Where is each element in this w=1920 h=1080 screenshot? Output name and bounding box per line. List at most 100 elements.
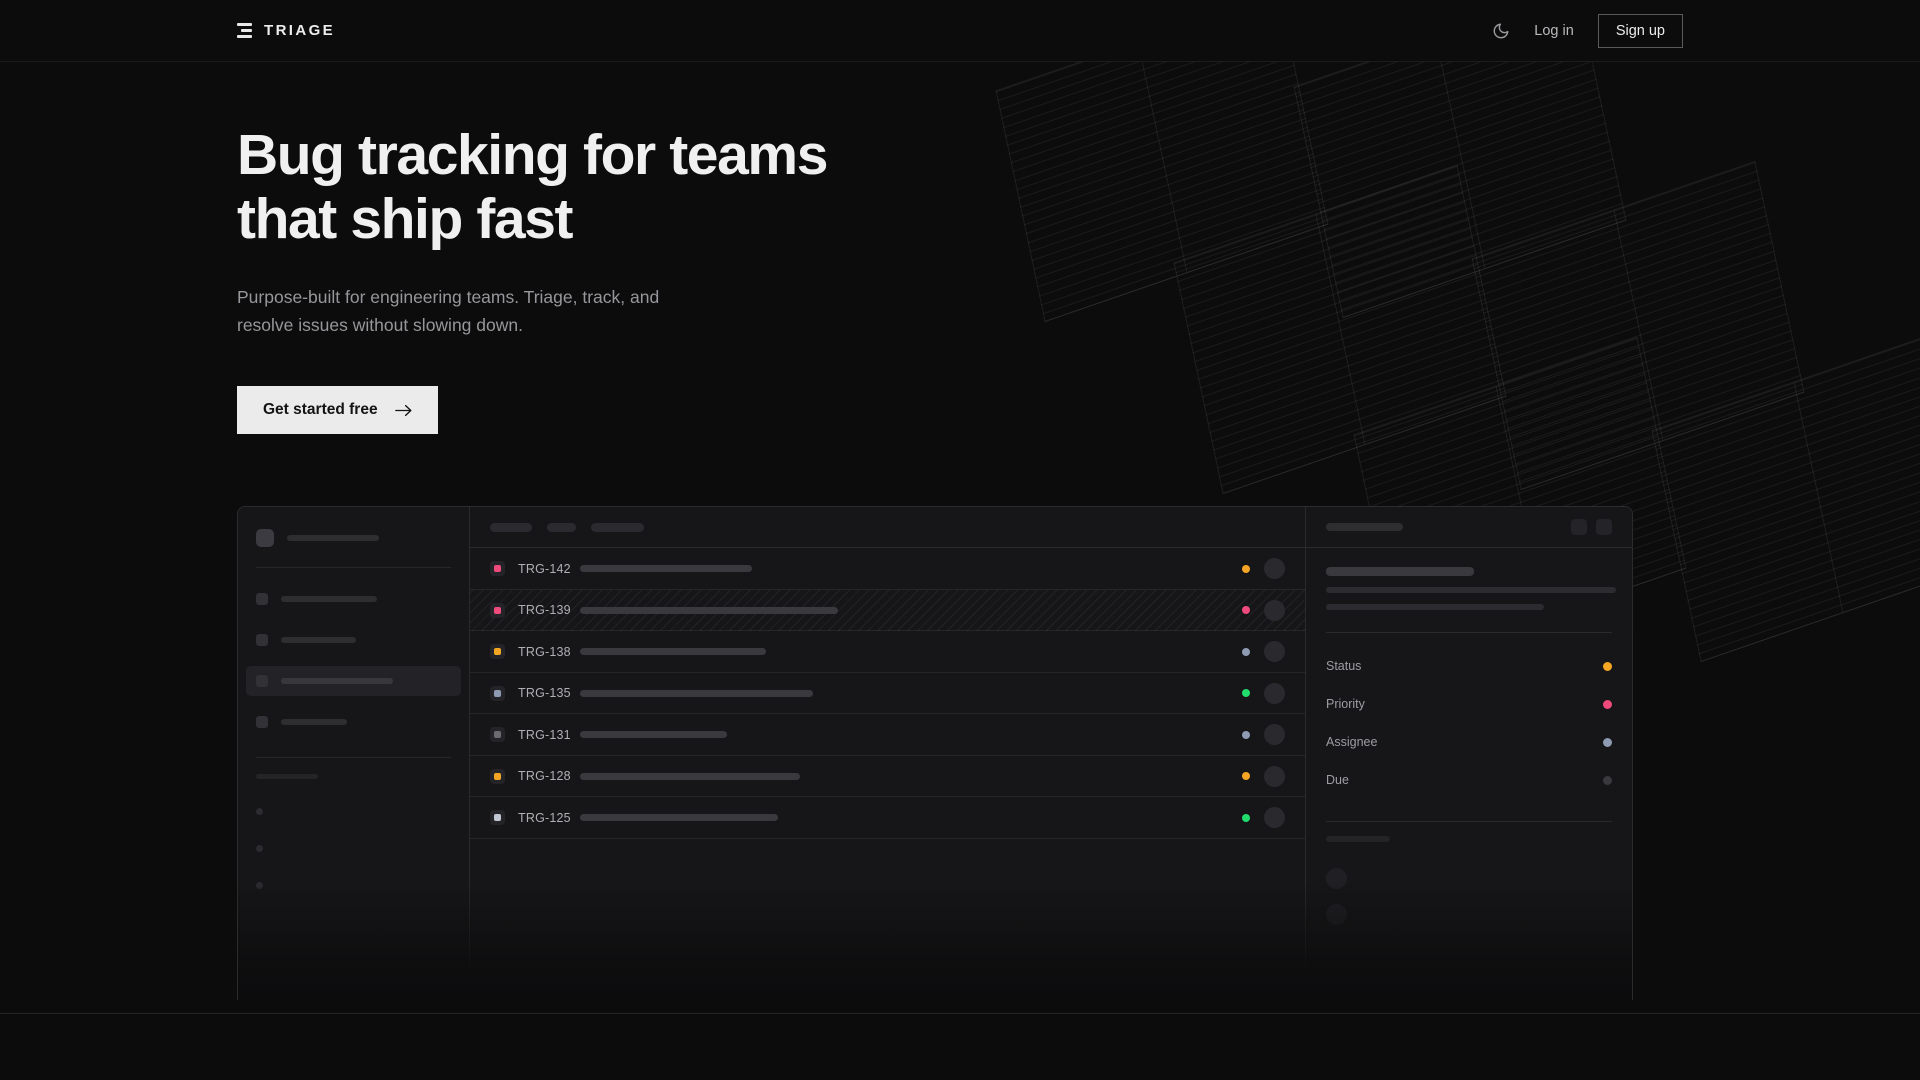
get-started-button[interactable]: Get started free (237, 386, 438, 435)
detail-meta-label: Priority (1326, 697, 1365, 712)
list-toolbar-control[interactable] (547, 522, 576, 532)
panel-toggle-button[interactable] (1571, 519, 1587, 536)
detail-meta-label: Assignee (1326, 735, 1378, 750)
stacked-bars-icon (237, 23, 252, 38)
nav-icon (256, 593, 268, 606)
comments-list (1326, 860, 1612, 932)
comment-item (1326, 896, 1612, 932)
assignee-avatar[interactable] (1264, 807, 1285, 829)
assignee-avatar[interactable] (1264, 599, 1285, 621)
detail-meta-row[interactable]: Status (1326, 647, 1612, 685)
issue-id: TRG-142 (518, 561, 571, 576)
assignee-avatar[interactable] (1264, 724, 1285, 746)
sidebar-subnav-item[interactable] (256, 834, 451, 862)
detail-meta-value-dot (1603, 699, 1612, 709)
detail-meta-label: Status (1326, 659, 1362, 674)
issue-title-placeholder (580, 648, 766, 656)
priority-icon (490, 727, 505, 743)
mock-list-toolbar (470, 507, 1305, 549)
status-badge (1242, 813, 1250, 822)
mock-list-empty-area (470, 839, 1305, 1001)
sidebar-nav-label-placeholder (281, 637, 356, 644)
sidebar-nav-item[interactable] (246, 625, 461, 655)
hero-section: Bug tracking for teams that ship fast Pu… (0, 62, 1920, 435)
arrow-right-icon (394, 404, 412, 416)
nav-icon (256, 634, 268, 647)
status-badge (1242, 647, 1250, 656)
mock-workspace-switcher[interactable] (256, 529, 451, 548)
detail-title-placeholder (1326, 567, 1474, 577)
priority-icon (490, 644, 505, 660)
more-actions-button[interactable] (1596, 519, 1612, 536)
sidebar-nav-item[interactable] (246, 666, 461, 697)
bullet-icon (256, 881, 263, 889)
issue-row[interactable]: TRG-131 (470, 714, 1305, 756)
detail-meta-row[interactable]: Due (1326, 761, 1612, 799)
sidebar-section-label-placeholder (256, 774, 318, 780)
issue-row-meta (1242, 599, 1285, 621)
issue-title-placeholder (580, 689, 813, 697)
issue-row-meta (1242, 765, 1285, 787)
signup-button[interactable]: Sign up (1597, 13, 1683, 48)
issue-id: TRG-138 (518, 644, 571, 659)
priority-icon (490, 768, 505, 784)
mock-detail-header (1306, 507, 1632, 549)
workspace-avatar-icon (256, 529, 274, 548)
issue-title-placeholder (580, 565, 752, 573)
assignee-avatar[interactable] (1264, 682, 1285, 704)
moon-icon[interactable] (1492, 22, 1510, 40)
status-badge (1242, 564, 1250, 573)
issue-row[interactable]: TRG-142 (470, 548, 1305, 590)
sidebar-nav-item[interactable] (246, 584, 461, 614)
priority-icon (490, 602, 505, 618)
sidebar-divider (256, 757, 451, 759)
list-toolbar-control[interactable] (490, 522, 532, 532)
detail-breadcrumb-placeholder (1326, 523, 1403, 532)
mock-sidebar-nav (246, 584, 461, 737)
issue-row-meta (1242, 558, 1285, 580)
sidebar-subnav-item[interactable] (256, 871, 451, 899)
issue-title-placeholder (580, 814, 778, 822)
brand-logo[interactable]: TRIAGE (237, 22, 335, 39)
comment-avatar (1326, 867, 1347, 889)
cta-label: Get started free (263, 401, 378, 419)
site-header: TRIAGE Log in Sign up (0, 0, 1920, 62)
priority-icon (490, 561, 505, 577)
assignee-avatar[interactable] (1264, 558, 1285, 580)
detail-meta-value-dot (1603, 661, 1612, 671)
issue-row-meta (1242, 641, 1285, 663)
list-toolbar-control[interactable] (591, 522, 644, 532)
brand-name: TRIAGE (264, 22, 336, 39)
status-badge (1242, 772, 1250, 781)
sidebar-subnav-item[interactable] (256, 797, 451, 825)
detail-description-placeholder (1326, 587, 1616, 611)
detail-meta-row[interactable]: Assignee (1326, 723, 1612, 761)
sidebar-nav-item[interactable] (246, 707, 461, 737)
detail-divider (1326, 632, 1612, 634)
issue-row[interactable]: TRG-125 (470, 797, 1305, 839)
detail-meta-row[interactable]: Priority (1326, 685, 1612, 723)
issue-row[interactable]: TRG-135 (470, 673, 1305, 715)
detail-comments (1306, 836, 1632, 932)
workspace-name-placeholder (287, 535, 379, 542)
priority-icon (490, 810, 505, 826)
assignee-avatar[interactable] (1264, 641, 1285, 663)
issue-row[interactable]: TRG-128 (470, 756, 1305, 798)
sidebar-nav-label-placeholder (281, 678, 393, 685)
issue-title-placeholder (580, 606, 838, 614)
login-link[interactable]: Log in (1534, 22, 1574, 39)
issue-row-meta (1242, 682, 1285, 704)
detail-meta-value-dot (1603, 775, 1612, 785)
section-divider (0, 1013, 1920, 1014)
issue-title-placeholder (580, 731, 727, 739)
assignee-avatar[interactable] (1264, 765, 1285, 787)
issue-id: TRG-139 (518, 603, 571, 618)
detail-text-line-placeholder (1326, 587, 1616, 594)
issue-row[interactable]: TRG-139 (470, 589, 1305, 632)
issue-row[interactable]: TRG-138 (470, 631, 1305, 673)
